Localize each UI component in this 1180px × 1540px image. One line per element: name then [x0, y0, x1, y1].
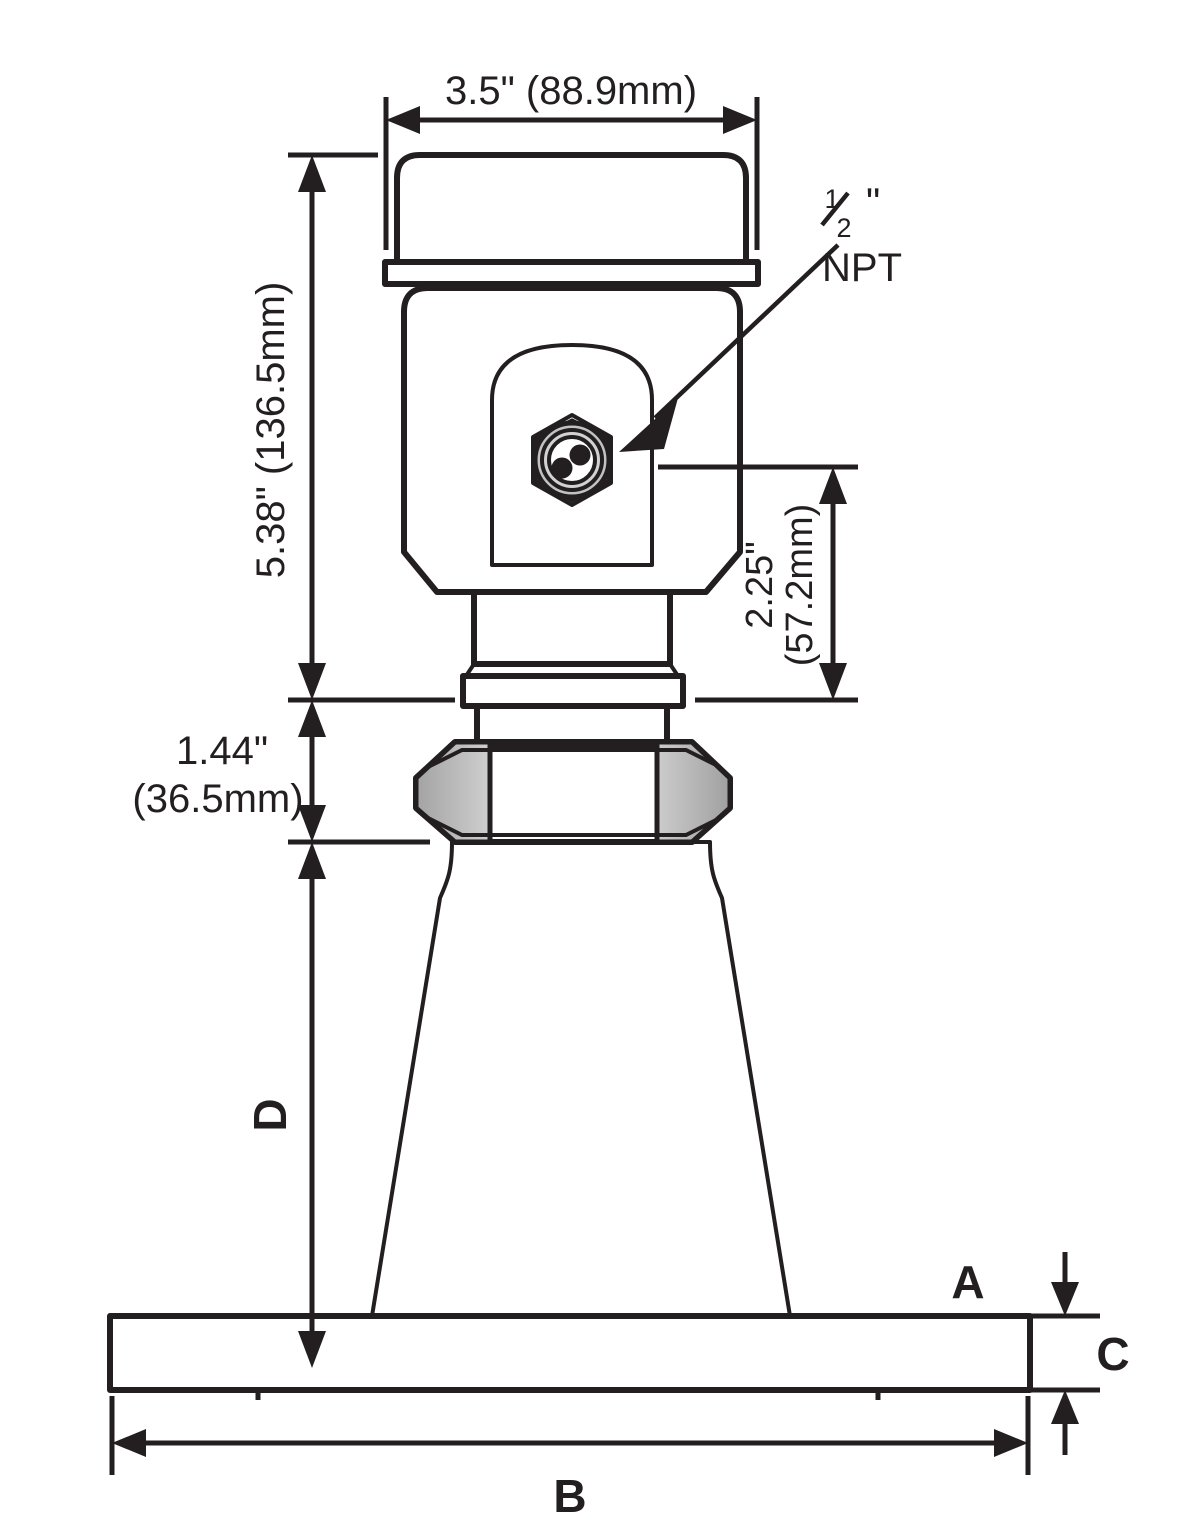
dimension-overall-height-label: 5.38" (136.5mm) — [249, 282, 293, 579]
callout-npt: 1 2 " NPT — [619, 181, 902, 452]
electrical-connector — [531, 413, 613, 507]
dimension-conduit-height-inches: 2.25" — [739, 541, 781, 628]
dimension-lower-height-mm: (36.5mm) — [132, 777, 303, 821]
horn-antenna — [370, 840, 792, 1318]
npt-fraction-denominator: 2 — [836, 213, 851, 243]
dimension-D: D — [244, 842, 326, 1368]
gasket — [255, 1387, 881, 1400]
sensor-assembly — [107, 152, 1033, 1400]
lower-neck — [474, 703, 670, 749]
letter-label-D: D — [244, 1098, 296, 1131]
dimension-lower-height: 1.44" (36.5mm) — [132, 697, 455, 845]
dimension-overall-height: 5.38" (136.5mm) — [249, 152, 455, 703]
hex-nut — [413, 739, 733, 845]
enclosure-body — [401, 285, 743, 595]
letter-label-A: A — [951, 1256, 984, 1308]
dimension-conduit-height-mm: (57.2mm) — [779, 504, 821, 667]
npt-label: NPT — [822, 246, 902, 290]
dimension-B: B — [109, 1396, 1031, 1522]
dimension-conduit-height: 2.25" (57.2mm) — [658, 464, 858, 703]
enclosure-cap — [394, 152, 749, 265]
neck — [464, 589, 680, 678]
dimension-top-width: 3.5" (88.9mm) — [383, 69, 760, 250]
npt-size-label: 1 2 " — [820, 181, 880, 243]
npt-inch-mark: " — [866, 181, 880, 225]
collar — [460, 673, 686, 709]
dimension-top-width-label: 3.5" (88.9mm) — [445, 69, 697, 113]
letter-label-B: B — [553, 1470, 586, 1522]
label-A-group: A — [951, 1256, 984, 1308]
letter-label-C: C — [1096, 1328, 1129, 1380]
connector-boss — [490, 343, 654, 567]
flange — [107, 1313, 1033, 1393]
cap-ring — [382, 259, 761, 287]
dimension-lower-height-inches: 1.44" — [176, 729, 268, 773]
dimension-C: C — [1030, 1252, 1130, 1455]
